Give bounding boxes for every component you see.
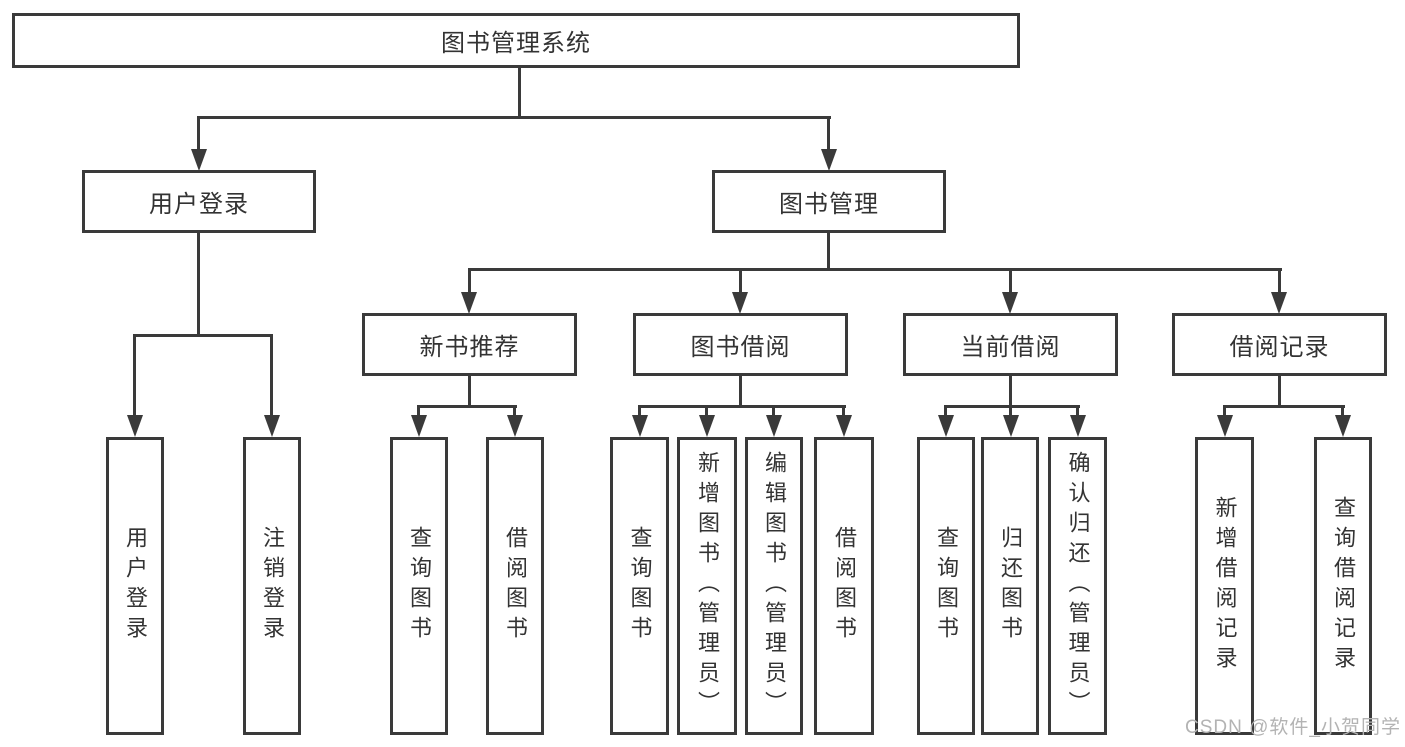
arrow-down-icon: [1271, 292, 1287, 314]
leaf-query-books-recommend: 查询图书: [390, 437, 448, 735]
connector-book-management-stem: [827, 233, 830, 271]
connector-book-borrow-bar: [638, 405, 846, 408]
connector-stub-book-borrow: [739, 268, 742, 294]
arrow-down-icon: [1003, 415, 1019, 437]
leaf-confirm-return-admin-label: 确认归还（管理员）: [1065, 451, 1091, 721]
leaf-query-books-current-label: 查询图书: [934, 526, 959, 646]
arrow-down-icon: [938, 415, 954, 437]
leaf-add-borrow-record-label: 新增借阅记录: [1212, 496, 1238, 676]
node-book-borrow: 图书借阅: [633, 313, 848, 376]
connector-root-stem: [518, 68, 521, 118]
leaf-edit-books-admin: 编辑图书（管理员）: [745, 437, 803, 735]
connector-stub-leaf: [842, 405, 845, 417]
connector-current-borrow-stem: [1009, 376, 1012, 407]
connector-borrow-records-bar: [1223, 405, 1345, 408]
connector-new-book-recommend-stem: [468, 376, 471, 407]
leaf-borrow-books-recommend: 借阅图书: [486, 437, 544, 735]
arrow-down-icon: [732, 292, 748, 314]
connector-stub-leaf: [1341, 405, 1344, 417]
connector-level2-bar: [197, 116, 831, 119]
arrow-down-icon: [507, 415, 523, 437]
leaf-query-books-current: 查询图书: [917, 437, 975, 735]
connector-new-book-recommend-bar: [417, 405, 517, 408]
connector-stub-book-management: [827, 116, 830, 152]
leaf-query-books-recommend-label: 查询图书: [407, 526, 432, 646]
node-borrow-records: 借阅记录: [1172, 313, 1387, 376]
arrow-down-icon: [1070, 415, 1086, 437]
connector-stub-current-borrow: [1009, 268, 1012, 294]
arrow-down-icon: [461, 292, 477, 314]
arrow-down-icon: [821, 149, 837, 171]
arrow-down-icon: [836, 415, 852, 437]
leaf-query-books-borrow-label: 查询图书: [627, 526, 653, 646]
connector-stub-leaf: [772, 405, 775, 417]
arrow-down-icon: [1002, 292, 1018, 314]
node-book-borrow-label: 图书借阅: [690, 334, 791, 361]
leaf-return-books: 归还图书: [981, 437, 1039, 735]
arrow-down-icon: [699, 415, 715, 437]
node-book-management-label: 图书管理: [779, 191, 879, 218]
leaf-logout-label: 注销登录: [260, 526, 285, 646]
node-root: 图书管理系统: [12, 13, 1020, 68]
leaf-query-books-borrow: 查询图书: [610, 437, 669, 735]
arrow-down-icon: [411, 415, 427, 437]
node-new-book-recommend: 新书推荐: [362, 313, 577, 376]
connector-stub-user-login: [197, 116, 200, 152]
connector-current-borrow-bar: [944, 405, 1080, 408]
connector-stub-leaf: [705, 405, 708, 417]
connector-book-borrow-stem: [739, 376, 742, 407]
node-current-borrow-label: 当前借阅: [960, 334, 1061, 361]
node-user-login-label: 用户登录: [149, 191, 249, 218]
connector-borrow-records-stem: [1278, 376, 1281, 407]
leaf-edit-books-admin-label: 编辑图书（管理员）: [762, 451, 787, 721]
connector-stub-leaf: [638, 405, 641, 417]
arrow-down-icon: [127, 415, 143, 437]
connector-user-login-bar: [133, 334, 273, 337]
connector-stub-leaf-logout: [270, 334, 273, 417]
arrow-down-icon: [191, 149, 207, 171]
node-borrow-records-label: 借阅记录: [1229, 334, 1330, 361]
csdn-watermark: CSDN @软件_小贺同学: [1185, 717, 1401, 738]
leaf-add-borrow-record: 新增借阅记录: [1195, 437, 1254, 735]
connector-stub-leaf: [944, 405, 947, 417]
leaf-query-borrow-record-label: 查询借阅记录: [1331, 496, 1356, 676]
arrow-down-icon: [1335, 415, 1351, 437]
connector-stub-leaf: [1076, 405, 1079, 417]
arrow-down-icon: [766, 415, 782, 437]
connector-user-login-stem: [197, 233, 200, 337]
leaf-borrow-books-label: 借阅图书: [832, 526, 857, 646]
leaf-confirm-return-admin: 确认归还（管理员）: [1048, 437, 1107, 735]
connector-stub-leaf: [1223, 405, 1226, 417]
node-root-label: 图书管理系统: [441, 30, 591, 57]
leaf-return-books-label: 归还图书: [998, 526, 1023, 646]
arrow-down-icon: [632, 415, 648, 437]
leaf-query-borrow-record: 查询借阅记录: [1314, 437, 1372, 735]
leaf-add-books-admin-label: 新增图书（管理员）: [695, 451, 720, 721]
connector-stub-leaf: [1009, 405, 1012, 417]
leaf-user-login-label: 用户登录: [123, 526, 148, 646]
node-user-login: 用户登录: [82, 170, 316, 233]
arrow-down-icon: [1217, 415, 1233, 437]
leaf-logout: 注销登录: [243, 437, 301, 735]
connector-stub-new-book-recommend: [468, 268, 471, 294]
node-current-borrow: 当前借阅: [903, 313, 1118, 376]
leaf-user-login: 用户登录: [106, 437, 164, 735]
connector-stub-leaf: [417, 405, 420, 417]
connector-stub-borrow-records: [1278, 268, 1281, 294]
leaf-borrow-books: 借阅图书: [814, 437, 874, 735]
connector-stub-leaf-user-login: [133, 334, 136, 417]
node-new-book-recommend-label: 新书推荐: [419, 334, 520, 361]
node-book-management: 图书管理: [712, 170, 946, 233]
leaf-borrow-books-recommend-label: 借阅图书: [503, 526, 528, 646]
arrow-down-icon: [264, 415, 280, 437]
connector-level3-bar: [468, 268, 1282, 271]
connector-stub-leaf: [513, 405, 516, 417]
leaf-add-books-admin: 新增图书（管理员）: [677, 437, 737, 735]
